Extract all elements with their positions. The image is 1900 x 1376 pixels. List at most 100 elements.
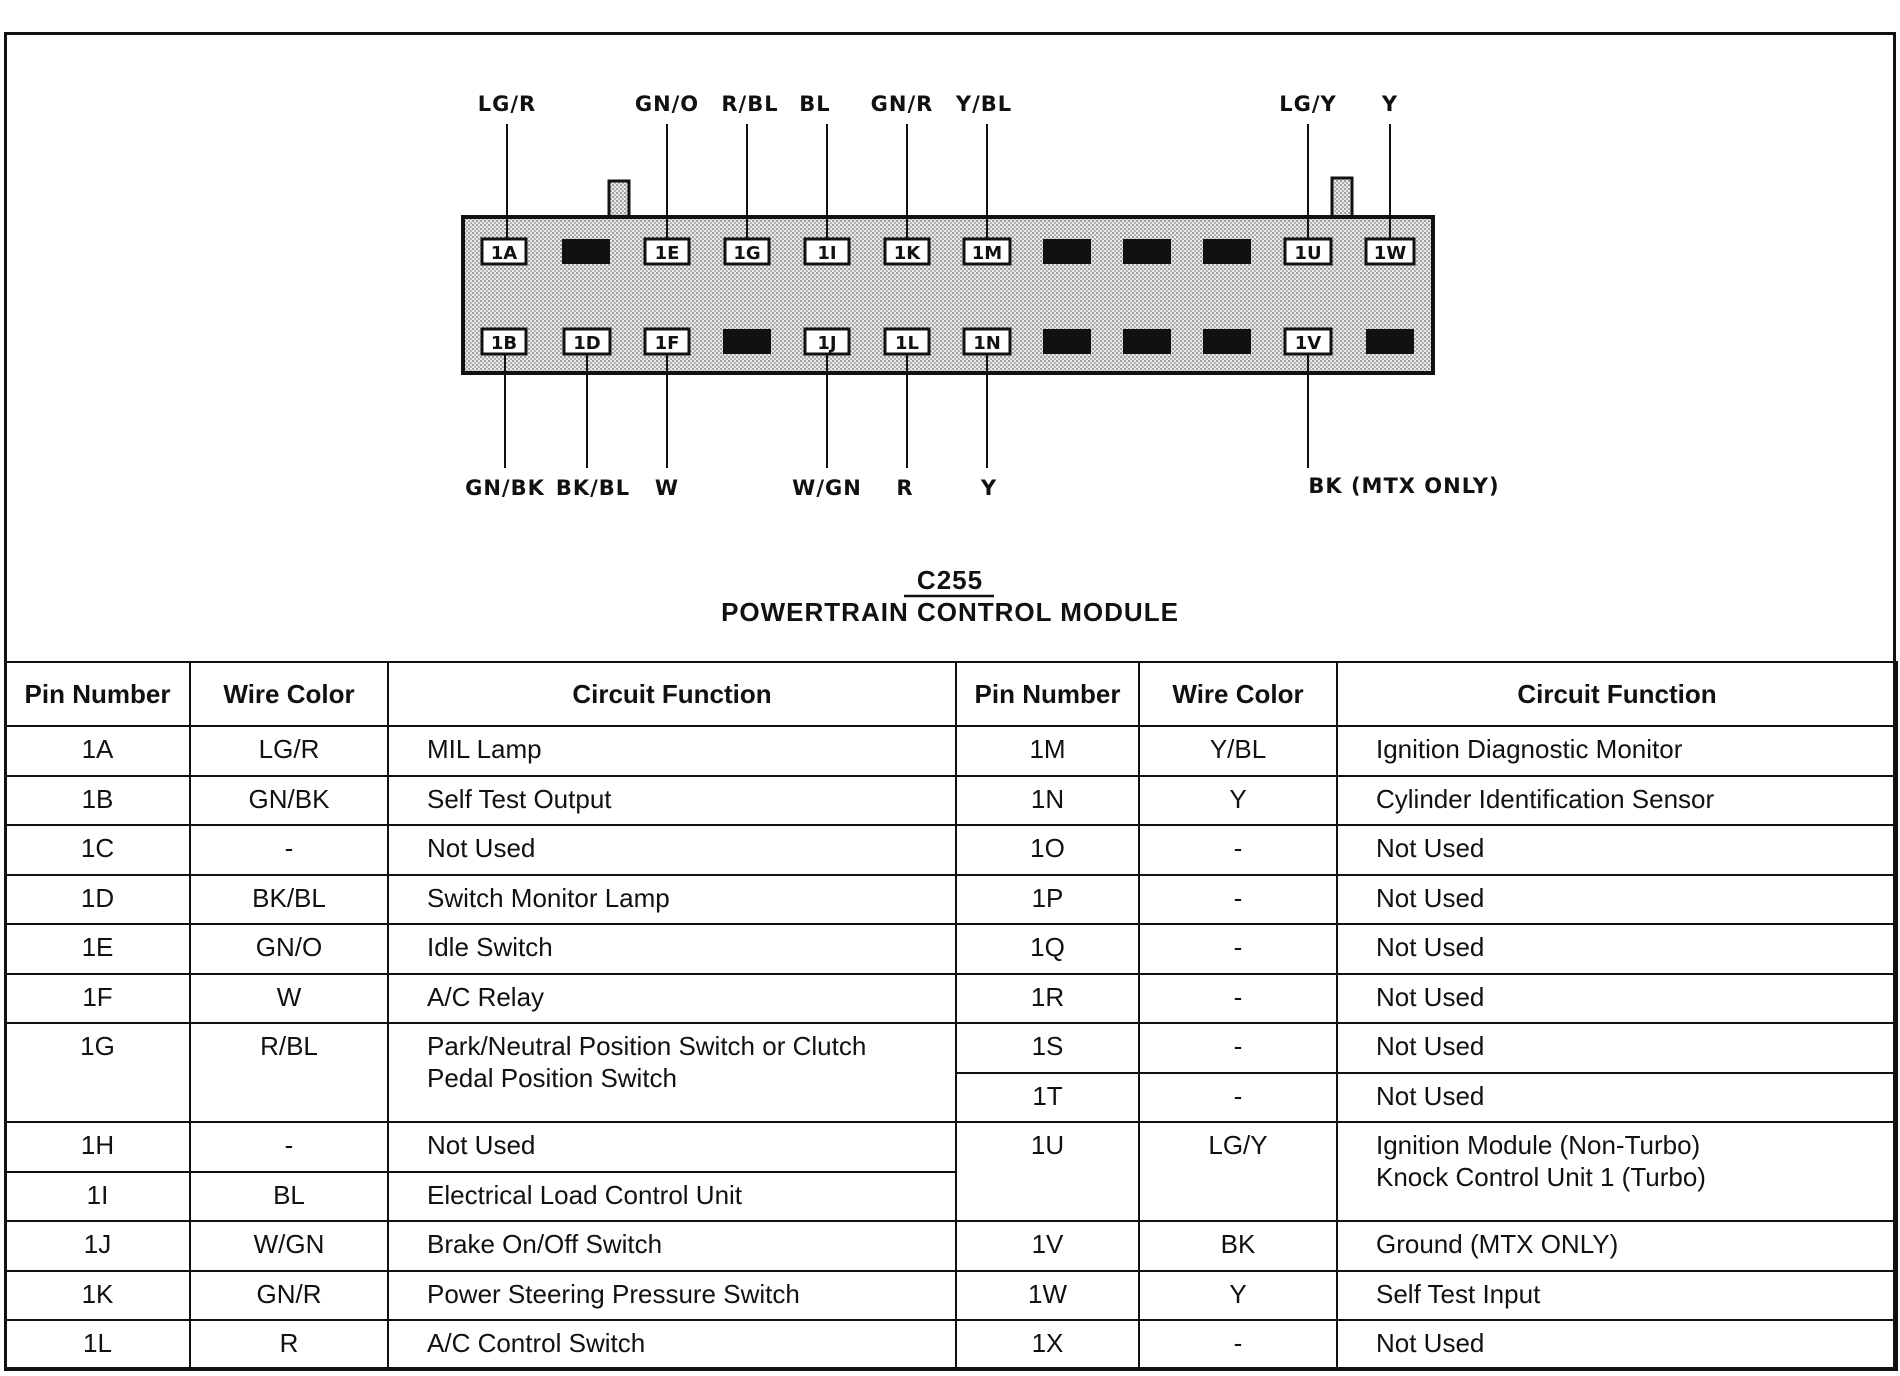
pin-label-1K: 1K [894, 243, 922, 264]
wire-label-1D: BK/BL [556, 476, 630, 500]
function-cell: Not Used [1336, 923, 1898, 975]
table-row: 1J W/GN Brake On/Off Switch 1V BK Ground… [4, 1220, 1898, 1272]
wire-label-1W: Y [1381, 92, 1398, 116]
pin-label-1G: 1G [733, 243, 760, 264]
function-cell: Idle Switch [387, 923, 957, 975]
pin-cell: 1S [955, 1022, 1140, 1074]
pin-cell: 1F [4, 972, 191, 1025]
function-cell: Ignition Module (Non-Turbo)Knock Control… [1336, 1121, 1898, 1223]
wire-cell: GN/R [189, 1269, 389, 1322]
function-cell: Power Steering Pressure Switch [387, 1269, 957, 1322]
header-circuit-function: Circuit Function [1336, 661, 1898, 727]
pin-cell: 1E [4, 923, 191, 975]
pin-cell: 1U [955, 1121, 1140, 1223]
wire-label-1L: R [896, 476, 913, 500]
pin-label-1F: 1F [655, 333, 680, 354]
wire-label-1E: GN/O [635, 92, 699, 116]
pin-cavity-1A [480, 237, 528, 266]
pin-label-1I: 1I [817, 243, 836, 264]
function-cell: Not Used [1336, 873, 1898, 926]
function-cell: Not Used [387, 824, 957, 876]
wire-cell: R/BL [189, 1022, 389, 1124]
connector-body [461, 215, 1435, 375]
connector-id: C255 [917, 565, 983, 595]
pin-cell: 1B [4, 774, 191, 827]
function-cell: A/C Control Switch [387, 1319, 957, 1371]
wire-cell: Y/BL [1138, 725, 1338, 777]
pin-cell: 1C [4, 824, 191, 876]
connector-lock-tab-right [1330, 176, 1354, 219]
wire-cell: W/GN [189, 1220, 389, 1272]
pin-label-1E: 1E [655, 243, 680, 264]
pin-cell: 1R [955, 972, 1140, 1025]
connector-top-row: 1A 1E 1G 1I 1K 1M 1U 1W [480, 237, 1416, 266]
table-header-row: Pin Number Wire Color Circuit Function P… [4, 661, 1898, 727]
wire-lines [504, 124, 1391, 468]
wire-cell: LG/Y [1138, 1121, 1338, 1223]
function-cell: Not Used [1336, 1022, 1898, 1074]
pin-label-1D: 1D [573, 333, 600, 354]
wire-cell: W [189, 972, 389, 1025]
function-line-2: Knock Control Unit 1 (Turbo) [1376, 1162, 1706, 1193]
function-cell: Not Used [1336, 972, 1898, 1025]
table-row: 1A LG/R MIL Lamp 1M Y/BL Ignition Diagno… [4, 725, 1898, 777]
table-row: 1T - Not Used [5, 1071, 1898, 1124]
bottom-wire-labels: GN/BK BK/BL W W/GN R Y BK (MTX ONLY) [465, 474, 1499, 500]
pin-cavity-1N [962, 327, 1012, 356]
pin-cell: 1O [955, 824, 1140, 876]
pin-label-1N: 1N [973, 333, 1001, 354]
wire-cell: - [189, 1121, 389, 1173]
wire-label-1G: R/BL [721, 92, 778, 116]
pin-cell: 1D [4, 873, 191, 926]
wire-label-1I: BL [799, 92, 830, 116]
table-row: 1E GN/O Idle Switch 1Q - Not Used [4, 923, 1898, 975]
pin-cell: 1P [955, 873, 1140, 926]
table-row: 1I BL Electrical Load Control Unit [4, 1170, 1897, 1223]
wire-cell: R [189, 1319, 389, 1371]
wire-cell: - [1138, 1071, 1338, 1124]
module-name: POWERTRAIN CONTROL MODULE [721, 597, 1179, 627]
header-wire-color: Wire Color [189, 661, 389, 727]
pin-cell: 1X [955, 1319, 1140, 1371]
wire-label-1B: GN/BK [465, 476, 545, 500]
function-cell: MIL Lamp [387, 725, 957, 777]
pin-cavity-1K [883, 237, 931, 266]
wire-cell: - [1138, 824, 1338, 876]
table-row: 1B GN/BK Self Test Output 1N Y Cylinder … [4, 774, 1898, 827]
pin-cavity-1L [883, 327, 931, 356]
wire-label-1M: Y/BL [955, 92, 1012, 116]
pin-cavity-1I [803, 237, 851, 266]
wire-cell: BK [1138, 1220, 1338, 1272]
function-cell: Ignition Diagnostic Monitor [1336, 725, 1898, 777]
pin-cell: 1A [4, 725, 191, 777]
pin-cavity-1E [643, 237, 691, 266]
table-row: 1K GN/R Power Steering Pressure Switch 1… [4, 1269, 1898, 1322]
wire-cell: LG/R [189, 725, 389, 777]
pin-cell: 1M [955, 725, 1140, 777]
wire-cell: - [1138, 1022, 1338, 1074]
pin-cell: 1G [4, 1022, 191, 1124]
pin-cell: 1J [4, 1220, 191, 1272]
function-line-2: Pedal Position Switch [427, 1063, 678, 1094]
function-cell: Not Used [1336, 824, 1898, 876]
header-pin-number: Pin Number [4, 661, 191, 727]
pin-cavity-1W [1364, 237, 1416, 266]
table-row: 1H - Not Used 1U LG/Y Ignition Module (N… [4, 1121, 1898, 1223]
function-line-1: Ignition Module (Non-Turbo) [1376, 1130, 1701, 1161]
wire-cell: Y [1138, 1269, 1338, 1322]
blocked-cavity [1123, 329, 1171, 354]
connector-bottom-row: 1B 1D 1F 1J 1L 1N 1V [480, 327, 1414, 356]
wire-label-1U: LG/Y [1279, 92, 1337, 116]
blocked-cavity [1043, 329, 1091, 354]
pin-cavity-1M [962, 237, 1012, 266]
wire-cell: - [1138, 972, 1338, 1025]
function-cell: Brake On/Off Switch [387, 1220, 957, 1272]
header-pin-number: Pin Number [955, 661, 1140, 727]
function-cell: Not Used [1336, 1071, 1898, 1124]
pin-cell: 1H [4, 1121, 191, 1173]
connector-diagram: 1A 1E 1G 1I 1K 1M 1U 1W 1B 1D 1F 1J 1L 1… [461, 92, 1499, 627]
wire-label-1N: Y [980, 476, 997, 500]
table-row: 1C - Not Used 1O - Not Used [4, 824, 1898, 876]
wire-label-1F: W [655, 476, 679, 500]
